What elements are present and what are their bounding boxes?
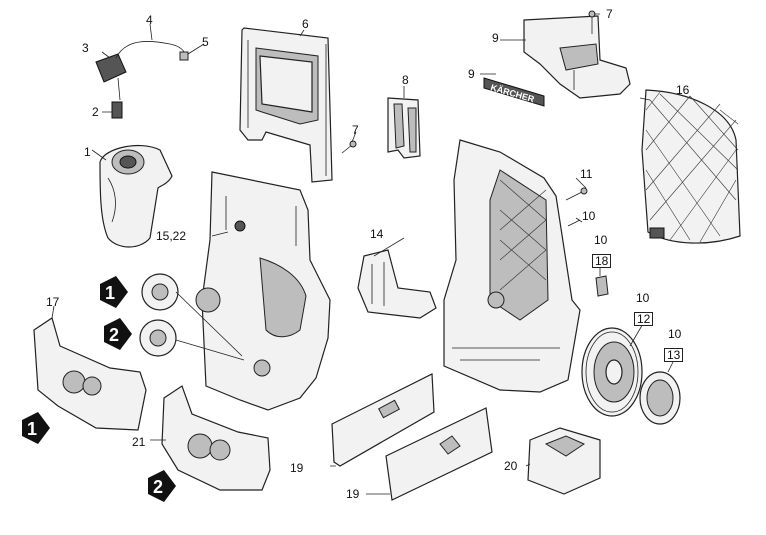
label-part-10b: 10 bbox=[594, 233, 608, 247]
label-part-21: 21 bbox=[132, 435, 146, 449]
part-bracket bbox=[357, 249, 437, 319]
label-part-7a: 7 bbox=[352, 123, 359, 137]
part-panel-19b bbox=[385, 407, 493, 501]
part-plug-cord bbox=[95, 41, 189, 101]
badge-2-bottom: 2 bbox=[148, 470, 176, 502]
label-part-19a: 19 bbox=[290, 461, 304, 475]
label-part-9a: 9 bbox=[492, 31, 499, 45]
part-cap bbox=[99, 144, 173, 248]
label-part-16: 16 bbox=[676, 83, 690, 97]
part-logo-plate: KÄRCHER bbox=[483, 77, 545, 107]
part-screws bbox=[565, 187, 588, 227]
part-connector bbox=[111, 101, 123, 119]
svg-text:2: 2 bbox=[153, 477, 163, 497]
label-part-2: 2 bbox=[92, 105, 99, 119]
svg-text:1: 1 bbox=[105, 283, 115, 303]
badge-2-top: 2 bbox=[104, 318, 132, 350]
badge-1-top: 1 bbox=[100, 276, 128, 308]
part-holder-20 bbox=[527, 427, 601, 495]
label-part-11: 11 bbox=[580, 167, 593, 181]
part-panel-19a bbox=[331, 373, 435, 467]
label-part-19b: 19 bbox=[346, 487, 360, 501]
label-part-18: 18 bbox=[592, 254, 612, 268]
label-part-15-22: 15,22 bbox=[156, 229, 187, 243]
part-top-cover bbox=[523, 15, 631, 99]
label-part-17: 17 bbox=[46, 295, 60, 309]
badge-1-bottom: 1 bbox=[22, 412, 50, 444]
part-net-bag bbox=[641, 89, 741, 244]
part-main-housing bbox=[195, 171, 331, 411]
label-part-8: 8 bbox=[402, 73, 409, 87]
label-part-13: 13 bbox=[664, 348, 684, 362]
label-part-7b: 7 bbox=[606, 7, 613, 21]
logo-text: KÄRCHER bbox=[489, 82, 535, 104]
label-part-14: 14 bbox=[370, 227, 384, 241]
part-screw-7a bbox=[341, 140, 357, 154]
label-part-10d: 10 bbox=[668, 327, 682, 341]
part-small-clip bbox=[595, 275, 609, 297]
label-part-5: 5 bbox=[202, 35, 209, 49]
leader-lines bbox=[51, 13, 677, 495]
svg-text:1: 1 bbox=[27, 419, 37, 439]
label-part-10c: 10 bbox=[636, 291, 650, 305]
part-frame bbox=[443, 139, 581, 393]
svg-text:2: 2 bbox=[109, 325, 119, 345]
label-part-6: 6 bbox=[302, 17, 309, 31]
detail-callouts bbox=[139, 273, 245, 361]
label-part-1: 1 bbox=[84, 145, 91, 159]
label-part-3: 3 bbox=[82, 41, 89, 55]
part-hub-cap bbox=[639, 371, 681, 425]
label-part-12: 12 bbox=[634, 312, 654, 326]
label-part-10a: 10 bbox=[582, 209, 596, 223]
part-cover-17 bbox=[33, 317, 147, 431]
label-part-4: 4 bbox=[146, 13, 153, 27]
part-clip bbox=[387, 97, 421, 159]
part-handle bbox=[239, 27, 333, 183]
label-part-9b: 9 bbox=[468, 67, 475, 81]
part-cover-21 bbox=[161, 385, 271, 491]
part-wheel bbox=[581, 327, 643, 417]
label-part-20: 20 bbox=[504, 459, 518, 473]
